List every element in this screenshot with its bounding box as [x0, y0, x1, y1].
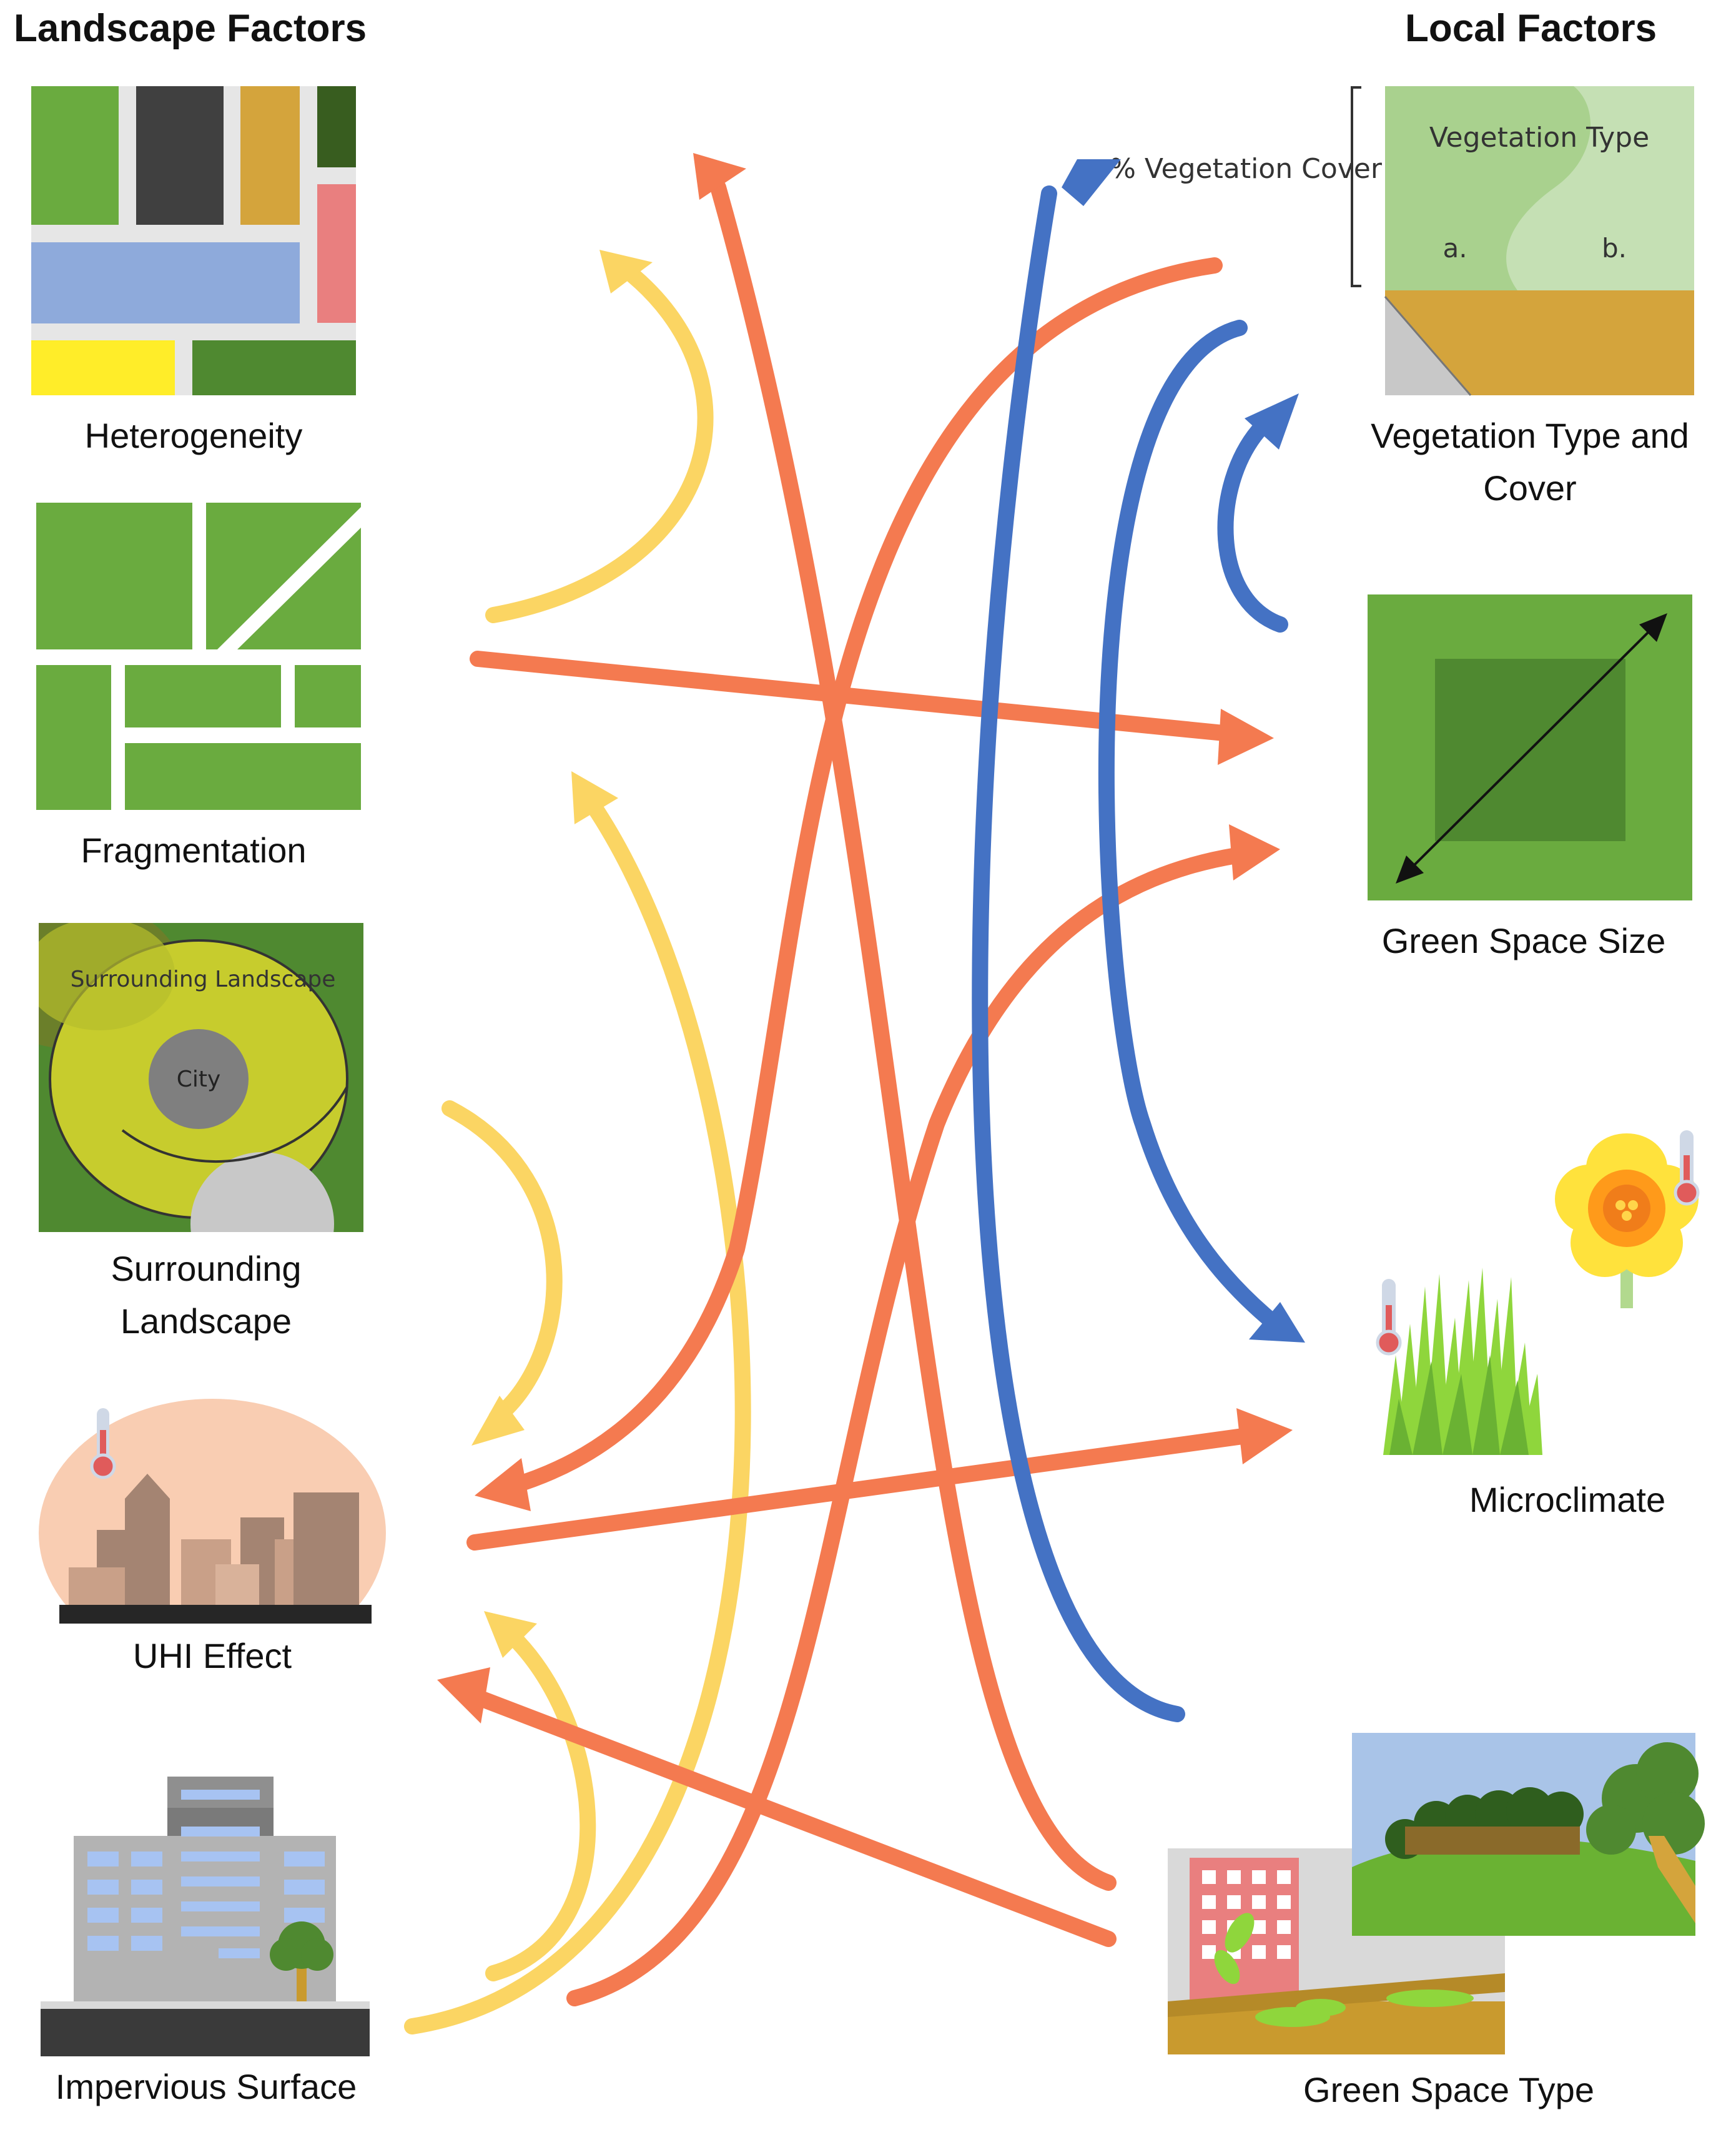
arrowhead-orange-2: [475, 1458, 531, 1511]
arrow-type-to-heterogeneity: [710, 179, 1117, 1891]
arrow-impervious-to-fragmentation: [404, 797, 751, 2034]
arrowhead-yellow-1: [599, 250, 653, 293]
arrowhead-yellow-3: [471, 1396, 525, 1446]
veg-a-label: a.: [1443, 233, 1467, 264]
arrowhead-blue-3: [1245, 393, 1299, 450]
arrowhead-orange-5: [1236, 1408, 1293, 1464]
microclimate-label: Microclimate: [1469, 1480, 1666, 1519]
surrounding-inner-label: Surrounding Landscape: [71, 967, 336, 992]
surrounding-landscape-label: Surrounding Landscape: [111, 1249, 302, 1341]
city-label: City: [177, 1067, 221, 1092]
arrow-impervious-to-size: [566, 847, 1245, 2006]
green-space-size-label: Green Space Size: [1381, 921, 1666, 960]
arrow-type-to-uhi: [473, 1690, 1117, 1947]
vegetation-type-cover-label: Vegetation Type and Cover: [1371, 416, 1689, 508]
arrowhead-orange-4: [1229, 824, 1280, 880]
uhi-effect-icon: [39, 1399, 386, 1624]
arrow-uhi-to-microclimate: [466, 1428, 1251, 1551]
local-factors-header: Local Factors: [1405, 7, 1657, 50]
arrowhead-orange-3: [1218, 709, 1274, 765]
fragmentation-label: Fragmentation: [81, 831, 307, 870]
arrow-vegetation-to-microclimate: [1098, 320, 1276, 1326]
arrow-fragmentation-to-heterogeneity: [485, 260, 714, 623]
arrow-size-to-vegetation: [1217, 423, 1288, 633]
arrowhead-yellow-4: [484, 1611, 537, 1658]
arrowhead-blue-2: [1249, 1302, 1305, 1343]
vegetation-cover-label: % Vegetation Cover: [1110, 153, 1383, 185]
arrow-surrounding-to-uhi: [441, 1100, 563, 1426]
green-space-type-label: Green Space Type: [1303, 2070, 1594, 2109]
arrowhead-orange-1: [693, 153, 746, 200]
arrow-impervious-to-uhi: [485, 1634, 596, 1981]
arrows: [404, 153, 1305, 2034]
surrounding-landscape-icon: Surrounding Landscape City: [39, 923, 363, 1232]
arrowhead-orange-6: [437, 1667, 490, 1723]
microclimate-icon: [1376, 1130, 1700, 1455]
heterogeneity-icon: [31, 86, 356, 395]
landscape-factors-header: Landscape Factors: [14, 7, 367, 50]
uhi-effect-label: UHI Effect: [132, 1636, 292, 1675]
fragmentation-icon: [36, 503, 361, 810]
vegetation-type-cover-icon: Vegetation Type a. b. % Vegetation Cover: [1110, 86, 1694, 396]
arrow-type-to-vegetation: [972, 185, 1185, 1722]
green-space-type-icon: [1168, 1733, 1705, 2054]
impervious-surface-icon: [41, 1777, 370, 2056]
vegetation-type-inner-label: Vegetation Type: [1429, 122, 1649, 154]
veg-b-label: b.: [1602, 233, 1627, 264]
heterogeneity-label: Heterogeneity: [84, 416, 303, 455]
arrowhead-blue-1: [1062, 159, 1121, 206]
arrow-vegetation-to-uhi: [504, 257, 1223, 1494]
arrowhead-yellow-2: [571, 771, 618, 824]
impervious-surface-label: Impervious Surface: [55, 2067, 357, 2106]
green-space-size-icon: [1368, 594, 1692, 900]
